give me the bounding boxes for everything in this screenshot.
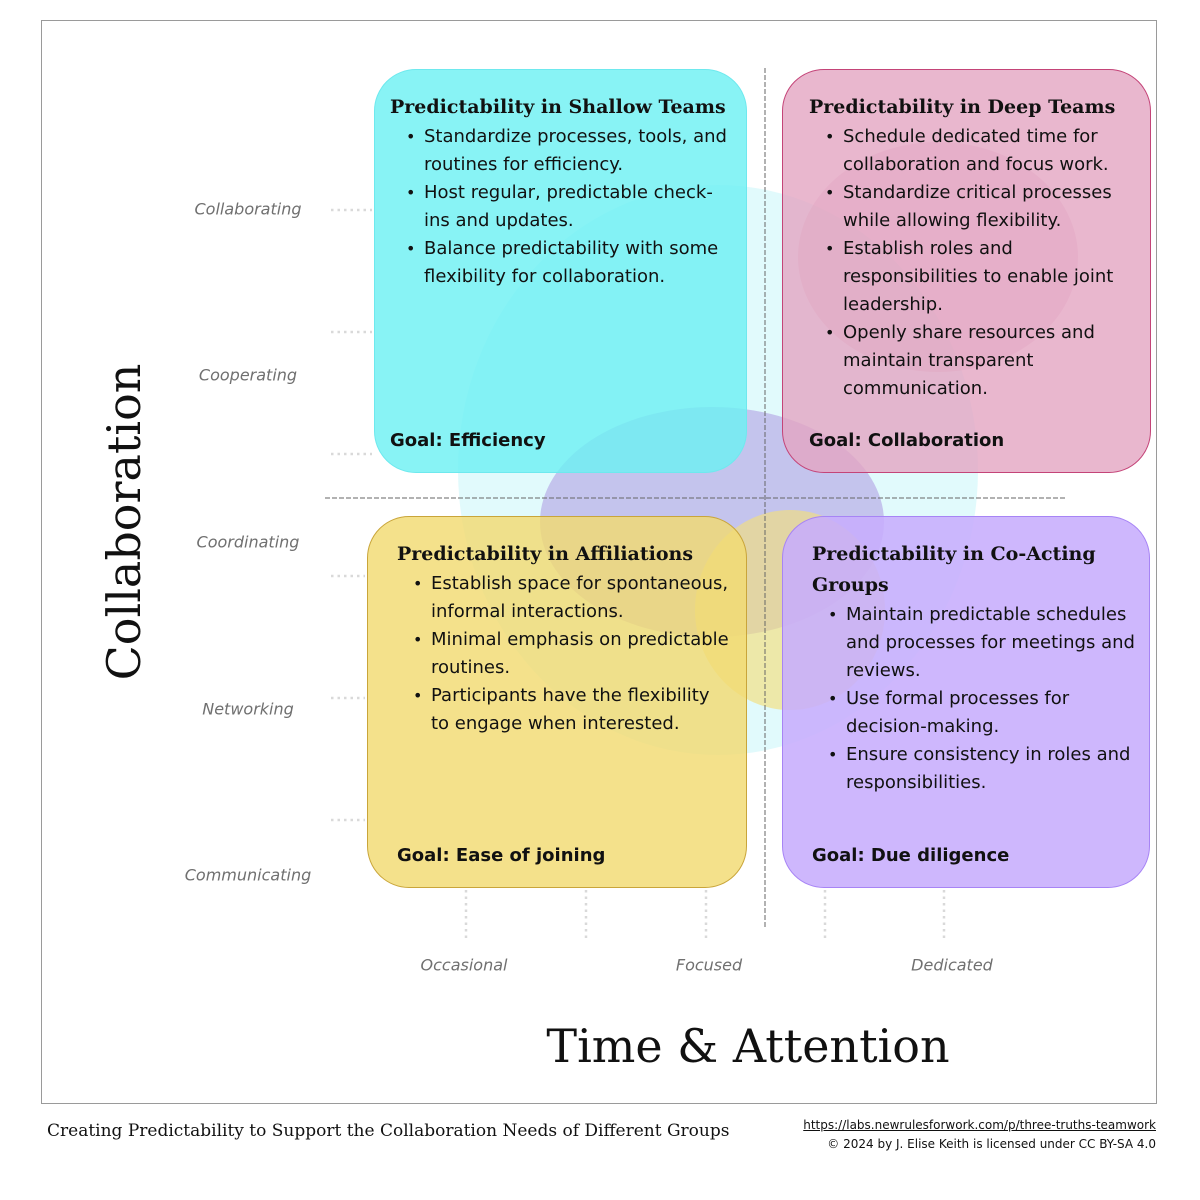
bullet-item: Host regular, predictable check-ins and … xyxy=(406,179,732,235)
quadrant-goal: Goal: Ease of joining xyxy=(397,845,606,866)
x-tick-label: Focused xyxy=(675,955,743,975)
bullet-item: Establish space for spontaneous, informa… xyxy=(413,570,732,626)
quadrant-title: Predictability in Shallow Teams xyxy=(390,96,726,118)
quadrant-shallow-teams: Predictability in Shallow Teams Standard… xyxy=(374,69,747,473)
bullet-item: Openly share resources and maintain tran… xyxy=(825,319,1136,403)
bullet-list: Establish space for spontaneous, informa… xyxy=(397,570,732,738)
quadrant-goal: Goal: Due diligence xyxy=(812,845,1010,866)
figure-caption: Creating Predictability to Support the C… xyxy=(47,1121,730,1141)
quadrant-goal: Goal: Efficiency xyxy=(390,430,546,451)
grid-dots xyxy=(331,208,946,938)
quadrant-affiliations: Predictability in Affiliations Establish… xyxy=(367,516,747,888)
y-tick-label: Cooperating xyxy=(198,365,298,385)
bullet-item: Ensure consistency in roles and responsi… xyxy=(828,741,1135,797)
quadrant-deep-teams: Predictability in Deep Teams Schedule de… xyxy=(782,69,1151,473)
quadrant-title: Predictability in Affiliations xyxy=(397,543,694,565)
bullet-item: Use formal processes for decision-making… xyxy=(828,685,1135,741)
bullet-item: Maintain predictable schedules and proce… xyxy=(828,601,1135,685)
y-tick-label: Networking xyxy=(202,699,294,719)
x-axis-title: Time & Attention xyxy=(546,1019,950,1073)
quadrant-co-acting-groups: Predictability in Co-Acting Groups Maint… xyxy=(782,516,1150,888)
bullet-item: Balance predictability with some flexibi… xyxy=(406,235,732,291)
quadrant-goal: Goal: Collaboration xyxy=(809,430,1005,451)
y-axis-title: Collaboration xyxy=(97,363,151,681)
y-tick-label: Collaborating xyxy=(194,199,302,219)
bullet-list: Maintain predictable schedules and proce… xyxy=(812,601,1135,797)
x-tick-label: Dedicated xyxy=(911,955,993,975)
bullet-item: Schedule dedicated time for collaboratio… xyxy=(825,123,1136,179)
bullet-item: Standardize processes, tools, and routin… xyxy=(406,123,732,179)
bullet-item: Establish roles and responsibilities to … xyxy=(825,235,1136,319)
y-tick-label: Communicating xyxy=(184,865,312,885)
quadrant-title: Predictability in Co-Acting Groups xyxy=(812,543,1096,596)
license-text: © 2024 by J. Elise Keith is licensed und… xyxy=(827,1137,1156,1151)
bullet-list: Standardize processes, tools, and routin… xyxy=(390,123,732,291)
bullet-item: Standardize critical processes while all… xyxy=(825,179,1136,235)
quadrant-title: Predictability in Deep Teams xyxy=(809,96,1116,118)
x-tick-label: Occasional xyxy=(420,955,508,975)
bullet-item: Participants have the flexibility to eng… xyxy=(413,682,732,738)
source-link[interactable]: https://labs.newrulesforwork.com/p/three… xyxy=(803,1118,1156,1132)
bullet-item: Minimal emphasis on predictable routines… xyxy=(413,626,732,682)
bullet-list: Schedule dedicated time for collaboratio… xyxy=(809,123,1136,403)
y-tick-label: Coordinating xyxy=(196,532,300,552)
